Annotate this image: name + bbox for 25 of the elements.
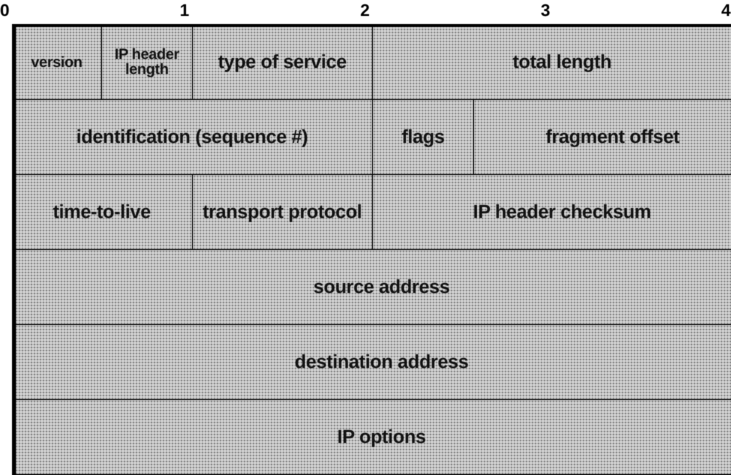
- field-cell: [192, 25, 373, 100]
- field-name: IP options: [337, 428, 426, 446]
- field-name: version: [30, 54, 82, 70]
- field-name: identification (sequence #): [76, 128, 308, 146]
- field-cell: [192, 175, 373, 250]
- field-name: time-to-live: [52, 204, 151, 220]
- byte-scale-number: 3: [540, 2, 550, 20]
- field-cell: [373, 175, 731, 250]
- field-name: total length: [512, 54, 612, 70]
- field-name: type of service: [218, 54, 347, 70]
- field-cell: [373, 25, 731, 100]
- field-name: flags: [402, 128, 444, 146]
- field-name: transport protocol: [202, 204, 362, 220]
- field-cell: [373, 100, 474, 175]
- field-name: source address: [313, 278, 450, 296]
- byte-scale-number: 1: [180, 2, 190, 20]
- field-name: fragment offset: [546, 128, 680, 146]
- field-name: IP header length: [114, 47, 180, 77]
- byte-scale-number: 4: [721, 2, 731, 20]
- field-cell: [474, 100, 731, 175]
- field-name: destination address: [294, 354, 468, 370]
- field-name: IP header checksum: [473, 204, 652, 220]
- byte-scale-number: 2: [360, 2, 370, 20]
- field-cell: [102, 25, 192, 100]
- byte-scale-number: 0: [0, 2, 10, 20]
